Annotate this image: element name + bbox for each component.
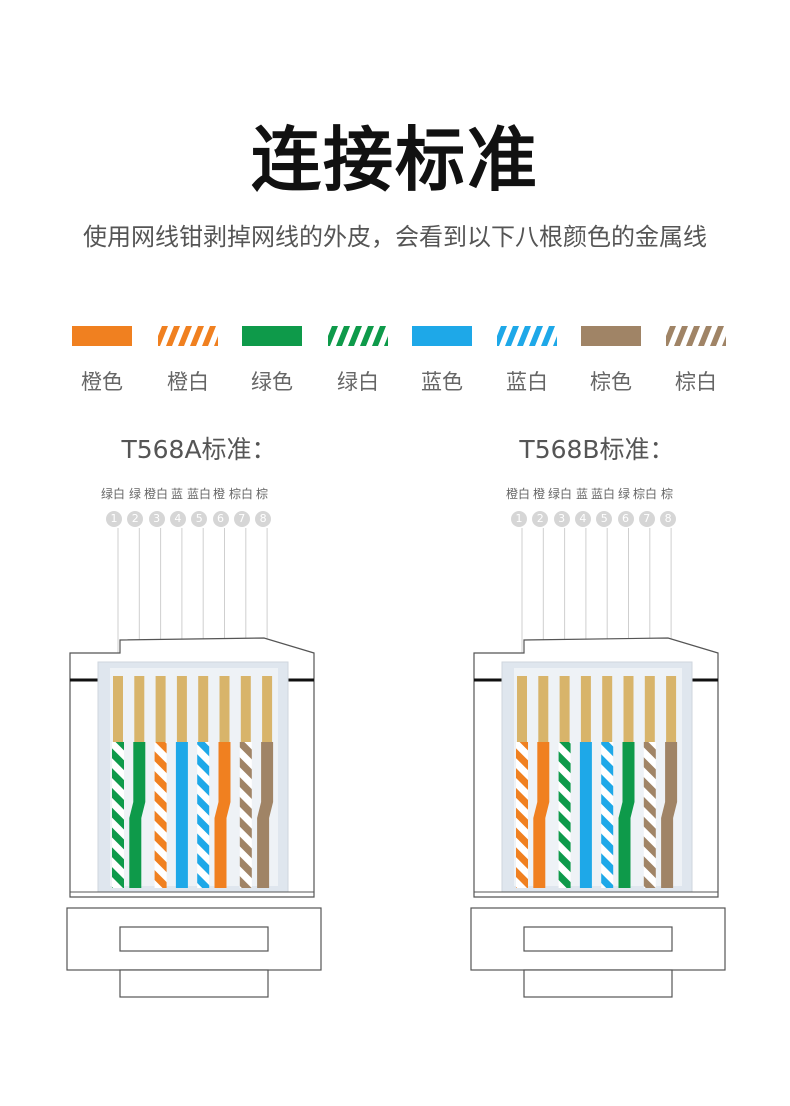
wire-7: [643, 742, 656, 888]
legend-swatch: [72, 326, 132, 346]
page-title: 连接标准: [251, 119, 539, 201]
legend-label: 棕白: [675, 370, 717, 394]
legend-swatch: [328, 326, 388, 346]
pin-label-5: 蓝白: [591, 487, 616, 501]
cable-stub: [523, 969, 673, 998]
cable-stub: [119, 969, 269, 998]
pin-number-4: 4: [169, 511, 186, 527]
pin-number-2: 2: [532, 511, 549, 527]
legend-label: 棕色: [590, 370, 632, 394]
gold-pin-7: [644, 676, 655, 742]
gold-pin-3: [559, 676, 570, 742]
pin-label-7: 棕白: [633, 487, 658, 501]
legend-label: 橙色: [81, 370, 123, 394]
wire-8: [257, 742, 274, 888]
wire-1: [112, 742, 124, 888]
gold-pin-6: [623, 676, 634, 742]
gold-pin-1: [517, 676, 527, 742]
gold-pin-4: [580, 676, 591, 742]
legend-label: 蓝色: [421, 370, 463, 394]
pin-label-2: 绿: [129, 487, 142, 501]
pin-label-6: 绿: [618, 487, 631, 501]
gold-pin-5: [602, 676, 613, 742]
wire-7: [239, 742, 252, 888]
pin-label-5: 蓝白: [187, 487, 212, 501]
legend-swatch: [242, 326, 302, 346]
t568b-connector-diagram: [470, 528, 726, 998]
gold-pin-8: [262, 676, 273, 742]
wire-3: [558, 742, 571, 888]
pin-label-4: 蓝: [576, 487, 589, 501]
legend-label: 绿白: [337, 370, 379, 394]
pin-label-8: 棕: [256, 487, 269, 501]
gold-pin-6: [219, 676, 230, 742]
pin-number-3: 3: [553, 511, 570, 527]
wire-4: [175, 742, 188, 888]
gold-pin-2: [538, 676, 549, 742]
wire-2: [129, 742, 146, 888]
pin-label-3: 橙白: [144, 487, 169, 501]
pin-label-8: 棕: [661, 487, 674, 501]
pin-label-3: 绿白: [548, 487, 573, 501]
legend-swatch: [581, 326, 641, 346]
t568a-connector-diagram: [66, 528, 322, 998]
wire-5: [197, 742, 210, 888]
pin-number-4: 4: [574, 511, 591, 527]
pin-number-8: 8: [255, 511, 272, 527]
pin-number-7: 7: [233, 511, 250, 527]
t568b-title: T568B标准：: [519, 435, 675, 464]
pin-number-7: 7: [638, 511, 655, 527]
t568a-title: T568A标准：: [121, 435, 277, 464]
pin-number-6: 6: [212, 511, 229, 527]
pin-number-6: 6: [617, 511, 634, 527]
wire-3: [154, 742, 167, 888]
wire-1: [516, 742, 528, 888]
gold-pin-5: [198, 676, 209, 742]
legend-label: 绿色: [251, 370, 293, 394]
pin-label-2: 橙: [533, 487, 546, 501]
pin-number-1: 1: [106, 511, 122, 527]
pin-label-1: 橙白: [506, 487, 531, 501]
page-subtitle: 使用网线钳剥掉网线的外皮，会看到以下八根颜色的金属线: [83, 223, 707, 251]
wire-2: [533, 742, 550, 888]
pin-number-1: 1: [511, 511, 527, 527]
pin-label-1: 绿白: [101, 487, 126, 501]
legend-swatch: [497, 326, 557, 346]
wire-4: [579, 742, 592, 888]
gold-pin-1: [113, 676, 123, 742]
pin-label-4: 蓝: [171, 487, 184, 501]
legend-label: 橙白: [167, 370, 209, 394]
pin-number-5: 5: [596, 511, 613, 527]
wire-8: [661, 742, 678, 888]
legend-swatch: [412, 326, 472, 346]
color-legend: 橙色 橙白 绿色 绿白 蓝色 蓝白 棕色 棕白: [0, 326, 790, 396]
pin-number-2: 2: [127, 511, 144, 527]
pin-number-3: 3: [148, 511, 165, 527]
boot-slot: [523, 926, 673, 952]
legend-label: 蓝白: [506, 370, 548, 394]
pin-number-8: 8: [660, 511, 677, 527]
gold-pin-8: [666, 676, 677, 742]
wire-6: [618, 742, 635, 888]
pin-number-5: 5: [191, 511, 208, 527]
pin-label-7: 棕白: [229, 487, 254, 501]
gold-pin-4: [176, 676, 187, 742]
pin-label-6: 橙: [213, 487, 226, 501]
legend-swatch: [666, 326, 726, 346]
wire-6: [214, 742, 231, 888]
boot-slot: [119, 926, 269, 952]
gold-pin-3: [155, 676, 166, 742]
legend-swatch: [158, 326, 218, 346]
wire-5: [601, 742, 614, 888]
gold-pin-7: [240, 676, 251, 742]
gold-pin-2: [134, 676, 145, 742]
